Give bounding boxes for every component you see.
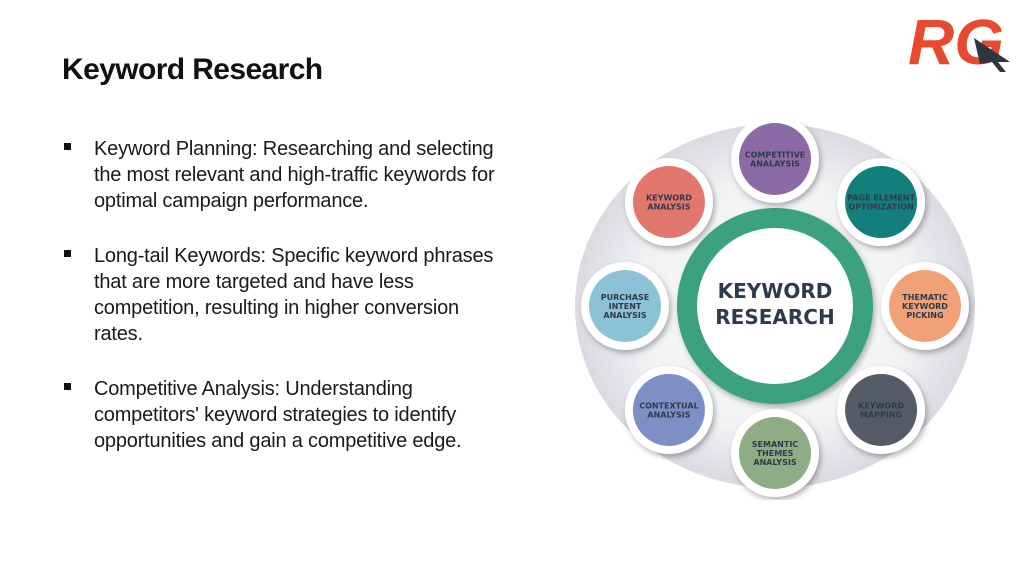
node-disc bbox=[739, 417, 811, 489]
node-label: KEYWORD bbox=[646, 194, 692, 203]
node-label: CONTEXTUAL bbox=[639, 401, 698, 410]
node-label: PURCHASE bbox=[601, 293, 650, 302]
logo-arrow-icon bbox=[974, 38, 1010, 72]
node-disc bbox=[739, 123, 811, 195]
node-label: ANALYSIS bbox=[647, 203, 690, 212]
bullet-list: Keyword Planning: Researching and select… bbox=[62, 136, 512, 483]
node-label: OPTIMIZATION bbox=[848, 203, 913, 212]
node-label: PICKING bbox=[906, 311, 943, 320]
center-disc bbox=[697, 228, 853, 384]
slide-title: Keyword Research bbox=[62, 53, 323, 86]
node-label: INTENT bbox=[609, 302, 642, 311]
bullet-text: Long-tail Keywords: Specific keyword phr… bbox=[94, 245, 494, 345]
center-label: KEYWORD bbox=[718, 279, 833, 303]
node-label: KEYWORD bbox=[858, 401, 904, 410]
bullet-text: Keyword Planning: Researching and select… bbox=[94, 138, 495, 212]
node-label: ANALYSIS bbox=[753, 458, 796, 467]
center-label: RESEARCH bbox=[715, 305, 834, 329]
node-disc bbox=[632, 166, 705, 239]
node-label: THEMES bbox=[757, 449, 794, 458]
node-label: COMPETITIVE bbox=[745, 151, 805, 160]
bullet-square-icon bbox=[64, 143, 71, 150]
node-label: SEMANTIC bbox=[752, 440, 799, 449]
bullet-text: Competitive Analysis: Understanding comp… bbox=[94, 378, 462, 452]
bullet-competitive-analysis: Competitive Analysis: Understanding comp… bbox=[62, 376, 512, 454]
node-label: MAPPING bbox=[860, 410, 902, 419]
node-label: ANALYSIS bbox=[603, 311, 646, 320]
node-label: PAGE ELEMENT bbox=[847, 194, 915, 203]
bullet-long-tail-keywords: Long-tail Keywords: Specific keyword phr… bbox=[62, 243, 512, 347]
node-disc bbox=[632, 373, 705, 446]
logo-letters: RG bbox=[908, 8, 1004, 72]
node-disc bbox=[889, 270, 961, 342]
node-label: ANALYSIS bbox=[647, 410, 690, 419]
node-label: KEYWORD bbox=[902, 302, 948, 311]
rg-logo-mark: RG bbox=[908, 6, 1010, 78]
node-label: THEMATIC bbox=[902, 293, 948, 302]
node-disc bbox=[845, 373, 918, 446]
brand-logo: RG bbox=[906, 6, 1014, 78]
bullet-square-icon bbox=[64, 250, 71, 257]
node-disc bbox=[845, 166, 918, 239]
node-label: ANALAYSIS bbox=[750, 160, 800, 169]
diagram-canvas: KEYWORDRESEARCHCOMPETITIVEANALAYSISPAGE … bbox=[575, 122, 975, 497]
bullet-keyword-planning: Keyword Planning: Researching and select… bbox=[62, 136, 512, 214]
node-disc bbox=[589, 270, 661, 342]
bullet-square-icon bbox=[64, 383, 71, 390]
